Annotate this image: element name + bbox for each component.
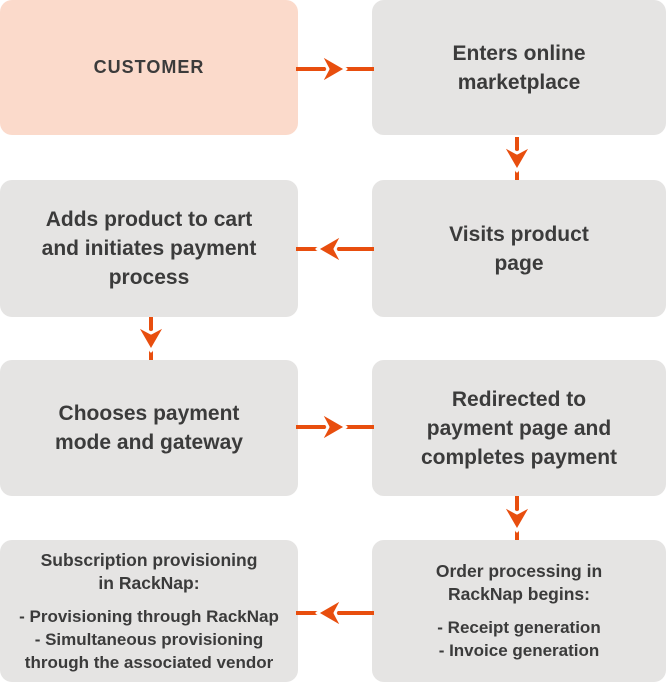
list-item: - Simultaneous provisioning through the … [24, 629, 274, 672]
list-item: - Receipt generation [437, 618, 601, 637]
flow-box-visits-product-page: Visits product page [372, 180, 666, 317]
arrow-left-order-to-subscription [296, 596, 374, 630]
box-title: Order processing in RackNap begins: [435, 561, 603, 604]
box-title: Subscription provisioning in RackNap: [40, 549, 258, 593]
box-title: Visits product page [449, 222, 589, 275]
arrow-down-redirected-to-order [500, 496, 534, 540]
box-list: - Receipt generation - Invoice generatio… [437, 616, 600, 662]
list-item: - Provisioning through RackNap [19, 606, 279, 626]
arrow-left-visits-to-adds [296, 232, 374, 266]
box-title: Redirected to payment page and completes… [420, 387, 618, 469]
list-item: - Invoice generation [438, 641, 600, 660]
flow-box-customer: CUSTOMER [0, 0, 298, 135]
arrow-right-chooses-to-redirected [296, 410, 374, 444]
flow-box-subscription-provisioning: Subscription provisioning in RackNap: - … [0, 540, 298, 682]
arrow-down-adds-to-chooses [134, 317, 168, 360]
box-list: - Provisioning through RackNap - Simulta… [19, 605, 279, 674]
box-title: Adds product to cart and initiates payme… [41, 208, 257, 289]
arrow-down-marketplace-to-visits [500, 137, 534, 180]
box-title: CUSTOMER [93, 57, 205, 77]
flow-box-enters-online-marketplace: Enters online marketplace [372, 0, 666, 135]
flow-box-redirected-to-payment-page: Redirected to payment page and completes… [372, 360, 666, 496]
arrow-right-customer-to-marketplace [296, 52, 374, 86]
flow-box-adds-product-to-cart: Adds product to cart and initiates payme… [0, 180, 298, 317]
flow-box-chooses-payment-mode: Chooses payment mode and gateway [0, 360, 298, 496]
box-title: Enters online marketplace [452, 41, 586, 94]
flow-box-order-processing: Order processing in RackNap begins: - Re… [372, 540, 666, 682]
box-title: Chooses payment mode and gateway [55, 402, 243, 454]
